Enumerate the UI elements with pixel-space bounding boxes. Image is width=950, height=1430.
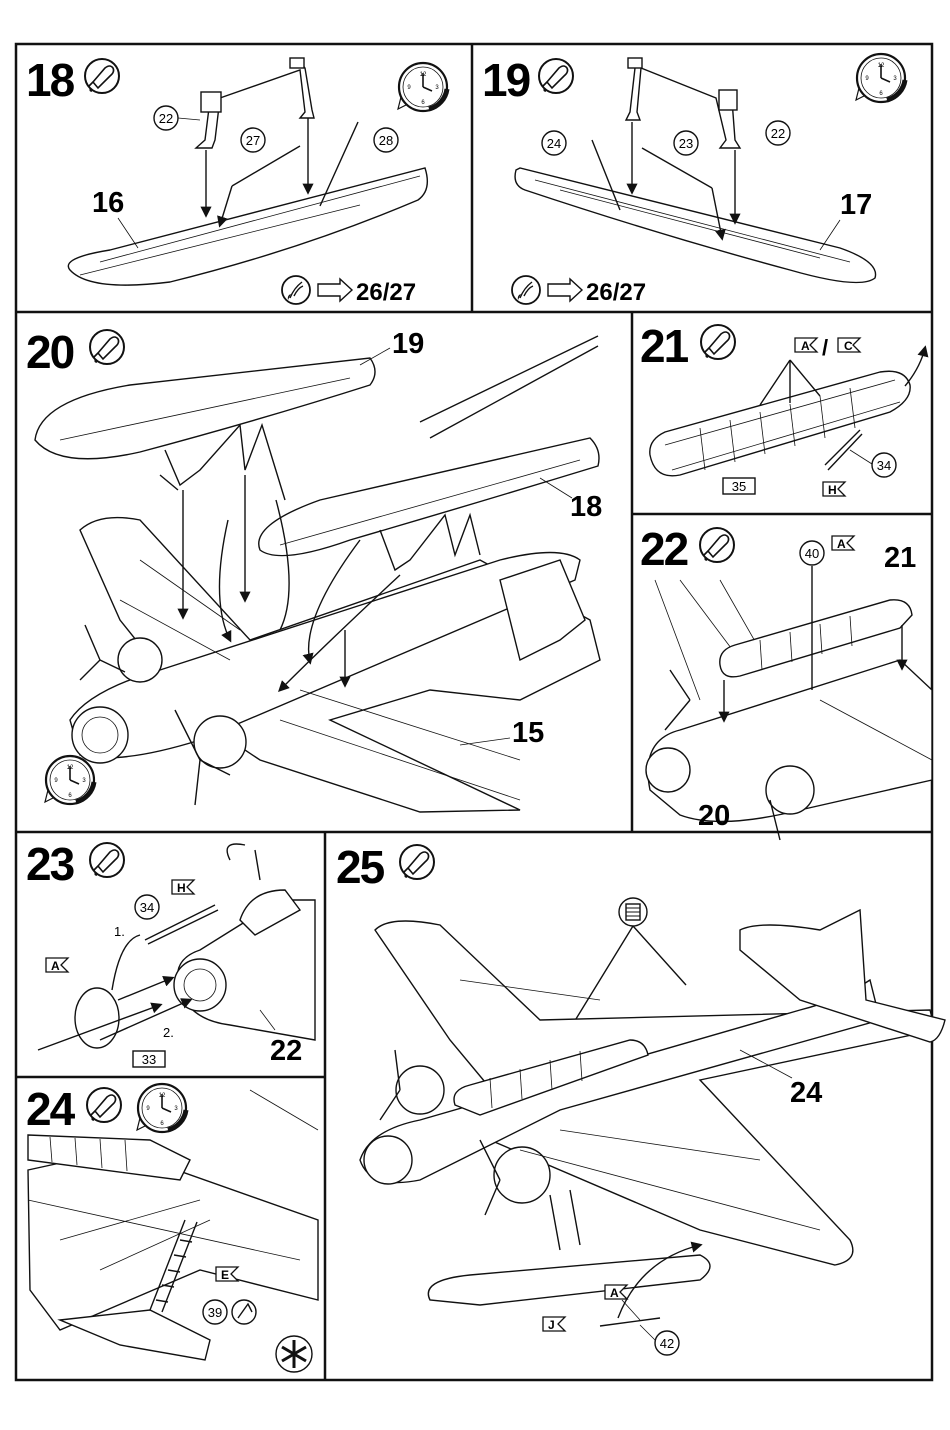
part-label-18: 18 — [570, 491, 602, 523]
callout-40: 40 — [805, 546, 819, 561]
glue-icon — [700, 528, 734, 562]
part-label-24: 24 — [790, 1077, 822, 1109]
part-label-17: 17 — [840, 189, 872, 221]
engine-left — [396, 1066, 444, 1114]
callout-23: 23 — [679, 136, 693, 151]
flag-h: H — [828, 483, 837, 497]
step-18-panel: 18 22 27 28 16 26/27 — [26, 54, 447, 306]
glue-icon — [90, 843, 124, 877]
part-label-15: 15 — [512, 717, 544, 749]
clock-icon — [398, 63, 447, 111]
flag-h: H — [177, 881, 186, 895]
step-number: 20 — [26, 326, 74, 378]
step-25-panel: 25 24 A J 42 — [336, 841, 945, 1355]
flag-j: J — [548, 1318, 555, 1332]
clock-icon — [856, 54, 905, 102]
step-23-panel: 23 H 34 1. A 2. 33 22 — [26, 838, 315, 1067]
callout-34: 34 — [877, 458, 891, 473]
step-number: 22 — [640, 523, 688, 575]
box-33: 33 — [142, 1052, 156, 1067]
step-2-label: 2. — [163, 1025, 174, 1040]
step-number: 24 — [26, 1083, 76, 1135]
flag-separator: / — [822, 335, 828, 360]
step-number: 21 — [640, 320, 689, 372]
step-24-panel: 24 E 39 — [26, 1083, 318, 1372]
step-20-panel: 20 19 18 15 — [26, 326, 602, 812]
step-1-label: 1. — [114, 924, 125, 939]
float — [428, 1255, 710, 1305]
callout-24: 24 — [547, 136, 561, 151]
flag-c: C — [844, 339, 853, 353]
cut-icon — [232, 1300, 256, 1324]
paint-reference: 26/27 — [356, 279, 416, 306]
callout-28: 28 — [379, 133, 393, 148]
flag-a: A — [801, 339, 810, 353]
paint-icon — [512, 276, 540, 304]
step-number: 18 — [26, 54, 75, 106]
flag-a: A — [837, 537, 846, 551]
nose-glazing — [72, 707, 128, 763]
clock-icon — [45, 756, 94, 804]
float-part-19 — [35, 358, 375, 459]
float-part-16 — [68, 168, 427, 285]
flag-a: A — [51, 959, 60, 973]
callout-27: 27 — [246, 133, 260, 148]
part-label-16: 16 — [92, 187, 124, 219]
flag-a: A — [610, 1286, 619, 1300]
step-number: 23 — [26, 838, 74, 890]
part-label-19: 19 — [392, 328, 424, 360]
part-label-21: 21 — [884, 542, 916, 574]
glue-icon — [400, 845, 434, 879]
thread-spool-icon — [619, 898, 647, 926]
engine — [766, 766, 814, 814]
paint-reference: 26/27 — [586, 279, 646, 306]
engine-left — [118, 638, 162, 682]
callout-22: 22 — [159, 111, 173, 126]
step-21-panel: 21 A / C 35 34 H — [640, 320, 925, 497]
glue-icon — [539, 59, 573, 93]
box-35: 35 — [732, 479, 746, 494]
glue-icon — [87, 1088, 121, 1122]
asterisk-icon — [276, 1336, 312, 1372]
flag-e: E — [221, 1268, 229, 1282]
step-19-panel: 19 24 23 22 17 26/27 — [482, 54, 905, 306]
callout-22: 22 — [771, 126, 785, 141]
tweezers-icon — [420, 336, 598, 438]
float — [60, 1310, 210, 1360]
paint-icon — [282, 276, 310, 304]
glue-icon — [90, 330, 124, 364]
nose-glazing — [364, 1136, 412, 1184]
nose-glazing — [646, 748, 690, 792]
step-22-panel: 22 40 A 21 20 — [640, 523, 932, 840]
part-label-20: 20 — [698, 800, 730, 832]
part-label-22: 22 — [270, 1035, 302, 1067]
nose-glass-part — [75, 988, 119, 1048]
clock-icon — [137, 1084, 186, 1132]
antenna-part — [600, 1318, 660, 1326]
callout-39: 39 — [208, 1305, 222, 1320]
glue-icon — [701, 325, 735, 359]
gun-part — [825, 430, 862, 470]
float-part-18 — [259, 438, 599, 556]
callout-42: 42 — [660, 1336, 674, 1351]
glue-icon — [85, 59, 119, 93]
step-number: 25 — [336, 841, 385, 893]
callout-34: 34 — [140, 900, 154, 915]
step-number: 19 — [482, 54, 530, 106]
